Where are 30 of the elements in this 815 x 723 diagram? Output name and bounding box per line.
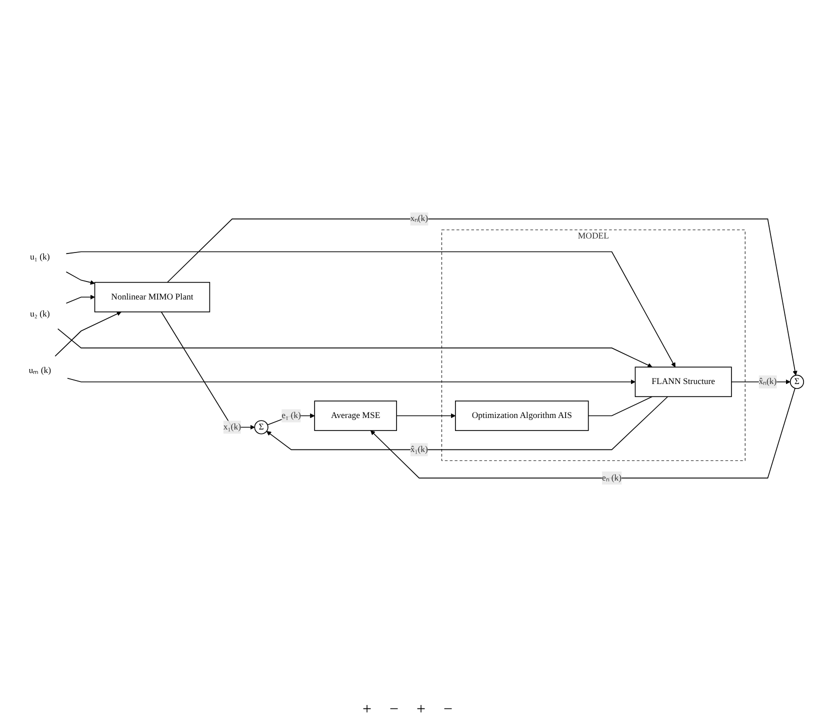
node-circle: Σ [789, 374, 804, 389]
arrow [160, 311, 254, 430]
edge-label: x̂ₙ(k) [758, 376, 776, 386]
arrow [396, 413, 456, 418]
node-box: Optimization Algorithm AIS [454, 400, 588, 431]
sign-label: − [444, 701, 453, 719]
arrow [54, 312, 121, 357]
node-text: u₂ (k) [29, 309, 50, 318]
edge-label: e₁ (k) [281, 410, 300, 420]
arrow [65, 251, 675, 368]
edge-label: x₁(k) [222, 422, 240, 432]
arrow [66, 378, 635, 384]
edge-label: eₙ (k) [602, 473, 622, 482]
node-circle: Σ [254, 420, 268, 434]
sign-label: − [389, 701, 398, 719]
node-text: uₘ (k) [28, 366, 51, 376]
node-text: u₁ (k) [29, 252, 50, 262]
edge-label: xₙ(k) [410, 214, 428, 224]
arrow [370, 388, 795, 478]
arrow [65, 271, 94, 285]
sign-label: + [362, 701, 372, 719]
arrow [56, 328, 652, 368]
node-box: Average MSE [314, 400, 396, 431]
edge-label: x̂₁(k) [410, 444, 428, 454]
connector [587, 396, 652, 416]
arrow [166, 218, 797, 376]
arrow [65, 294, 94, 304]
node-box: FLANN Structure [634, 366, 732, 398]
sign-label: + [416, 701, 426, 719]
node-box: Nonlinear MIMO Plant [94, 282, 210, 312]
